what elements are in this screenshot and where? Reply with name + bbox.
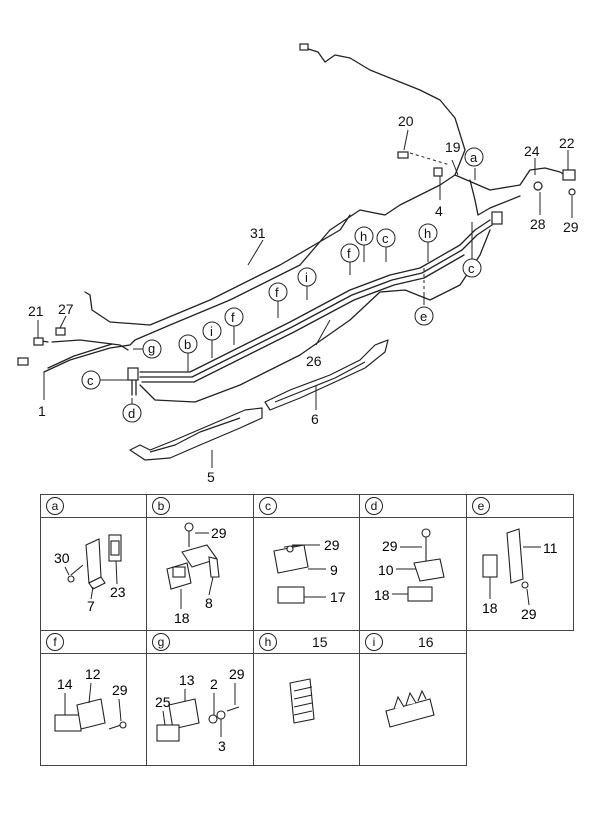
detail-i-drawing [385, 689, 435, 728]
letter-c-3: c [87, 373, 94, 388]
fitting-d [127, 367, 139, 381]
detail-c-part-17: 17 [330, 589, 346, 605]
detail-letter-a: a [46, 497, 64, 515]
pipe-27 [51, 339, 129, 351]
letter-g: g [148, 341, 155, 356]
detail-a-part-30: 30 [54, 550, 70, 566]
letter-f-2: f [275, 285, 279, 300]
detail-f-part-14: 14 [57, 676, 73, 692]
detail-f-part-12: 12 [85, 666, 101, 682]
callout-19: 19 [445, 139, 461, 155]
detail-a-part-23: 23 [110, 584, 126, 600]
detail-b-part-18: 18 [174, 610, 190, 626]
detail-letter-e: e [472, 497, 490, 515]
fitting-22 [562, 169, 576, 181]
detail-d-drawing: 29 10 18 [374, 528, 445, 603]
detail-cell-b: b 29 8 18 [146, 494, 254, 631]
callout-26: 26 [306, 353, 322, 369]
detail-a-drawing: 30 7 23 [54, 534, 126, 614]
detail-d-part-29: 29 [382, 538, 398, 554]
callout-31: 31 [250, 225, 266, 241]
detail-cell-f: f 12 14 29 [40, 630, 147, 766]
callout-27: 27 [58, 301, 74, 317]
callout-29-top: 29 [563, 219, 579, 235]
detail-c-part-29: 29 [324, 537, 340, 553]
detail-letter-b: b [152, 497, 170, 515]
pipe-24 [454, 167, 571, 191]
detail-letter-i: i [365, 633, 383, 651]
pipe-bundle [139, 219, 491, 373]
detail-e-part-18: 18 [482, 600, 498, 616]
detail-letter-c: c [259, 497, 277, 515]
detail-b-part-29: 29 [211, 525, 227, 541]
letter-c-2: c [468, 261, 475, 276]
detail-g-part-3: 3 [218, 738, 226, 754]
callout-24: 24 [524, 143, 540, 159]
detail-e-drawing: 11 18 29 [482, 528, 558, 622]
letter-h-2: h [424, 226, 431, 241]
detail-g-part-25: 25 [155, 694, 171, 710]
callout-21: 21 [28, 303, 44, 319]
letter-e: e [420, 309, 427, 324]
detail-cell-d: d 29 10 18 [359, 494, 467, 631]
detail-cell-a: a 30 7 23 [40, 494, 147, 631]
callout-28: 28 [530, 216, 546, 232]
detail-d-part-18: 18 [374, 587, 390, 603]
letter-f-3: f [347, 246, 351, 261]
detail-f-part-29: 29 [112, 682, 128, 698]
fitting-27 [55, 327, 66, 336]
detail-cell-e: e 11 18 29 [466, 494, 574, 631]
detail-c-drawing: 29 9 17 [273, 537, 346, 605]
detail-g-part-29: 29 [229, 666, 245, 682]
detail-letter-g: g [152, 633, 170, 651]
detail-i-part-16: 16 [418, 634, 434, 650]
letter-i-1: i [210, 324, 213, 339]
fitting-21 [33, 337, 44, 346]
detail-g-part-2: 2 [210, 676, 218, 692]
detail-h-drawing [289, 678, 315, 724]
letter-a: a [470, 150, 478, 165]
detail-g-part-13: 13 [179, 672, 195, 688]
detail-f-drawing: 12 14 29 [54, 666, 128, 732]
detail-letter-f: f [46, 633, 64, 651]
detail-d-part-10: 10 [378, 562, 394, 578]
letter-h-1: h [360, 229, 367, 244]
detail-cell-h: h 15 [253, 630, 360, 766]
detail-e-part-29: 29 [521, 606, 537, 622]
fitting-20 [397, 151, 409, 159]
letter-b: b [184, 337, 191, 352]
detail-letter-d: d [365, 497, 383, 515]
callout-6: 6 [311, 411, 319, 427]
detail-letter-h: h [259, 633, 277, 651]
fitting-4 [433, 167, 443, 177]
detail-grid: a 30 7 23 b 29 8 18 [40, 494, 574, 766]
bolt-29-top [568, 188, 576, 196]
letter-c-1: c [382, 231, 389, 246]
pipe-31 [43, 47, 466, 373]
callout-20: 20 [398, 113, 414, 129]
fitting-1 [17, 357, 29, 366]
clip-28 [533, 181, 543, 191]
callout-1: 1 [38, 403, 46, 419]
detail-h-part-15: 15 [312, 634, 328, 650]
detail-cell-i: i 16 [359, 630, 467, 766]
detail-g-drawing: 13 2 29 25 3 [155, 666, 245, 754]
detail-b-drawing: 29 8 18 [166, 522, 227, 626]
detail-b-part-8: 8 [205, 595, 213, 611]
letter-d: d [128, 406, 135, 421]
detail-cell-c: c 29 9 17 [253, 494, 360, 631]
fuel-line-assembly-diagram: 1 21 27 31 26 6 5 20 19 4 24 22 28 29 a … [17, 43, 579, 485]
detail-c-part-9: 9 [330, 562, 338, 578]
letter-i-2: i [305, 270, 308, 285]
detail-cell-g: g 13 2 29 25 3 [146, 630, 254, 766]
letter-f-1: f [231, 310, 235, 325]
callout-5: 5 [207, 469, 215, 485]
bracket-6 [264, 339, 389, 411]
callout-22: 22 [559, 135, 575, 151]
detail-e-part-11: 11 [543, 540, 558, 556]
pipe-26 [139, 229, 491, 403]
callout-4: 4 [435, 203, 443, 219]
detail-a-part-7: 7 [87, 598, 95, 614]
